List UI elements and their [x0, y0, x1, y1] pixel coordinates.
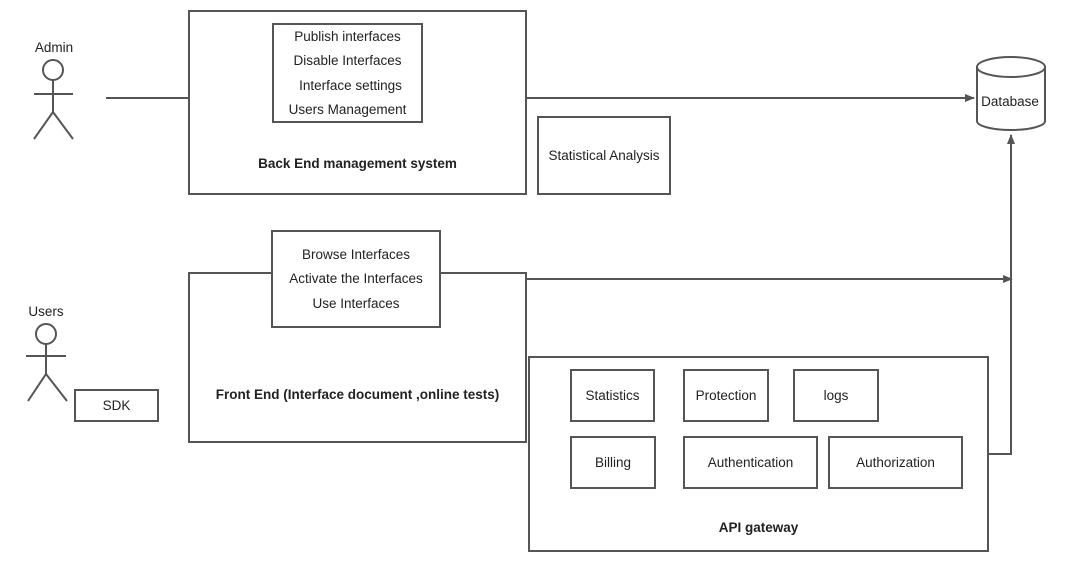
frontend-functions-box: Browse Interfaces Activate the Interface…: [271, 230, 441, 328]
users-actor-icon: [26, 323, 68, 402]
gateway-module-logs: logs: [793, 369, 879, 422]
gateway-module-authorization: Authorization: [828, 436, 963, 489]
frontend-item-activate: Activate the Interfaces: [289, 271, 423, 286]
backend-item-disable: Disable Interfaces: [293, 53, 402, 68]
database-label: Database: [981, 94, 1039, 109]
backend-item-settings: Interface settings: [299, 78, 402, 93]
backend-item-users: Users Management: [288, 102, 407, 117]
gateway-module-protection: Protection: [683, 369, 769, 422]
users-label: Users: [28, 304, 64, 319]
sdk-box: SDK: [74, 389, 159, 422]
admin-label: Admin: [34, 40, 74, 55]
backend-functions-box: Publish interfaces Disable Interfaces In…: [272, 23, 423, 123]
admin-actor-icon: [33, 59, 74, 140]
gateway-module-statistics: Statistics: [570, 369, 655, 422]
backend-item-publish: Publish interfaces: [294, 29, 401, 44]
frontend-item-browse: Browse Interfaces: [301, 247, 411, 262]
backend-system-title: Back End management system: [258, 156, 457, 171]
gateway-module-billing: Billing: [570, 436, 656, 489]
gateway-module-authentication: Authentication: [683, 436, 818, 489]
api-gateway-title: API gateway: [718, 520, 799, 535]
frontend-system-title: Front End (Interface document ,online te…: [215, 387, 500, 402]
frontend-item-use: Use Interfaces: [312, 296, 400, 311]
gateway-database-arrow: [988, 134, 1015, 455]
statistical-analysis-box: Statistical Analysis: [537, 116, 671, 195]
